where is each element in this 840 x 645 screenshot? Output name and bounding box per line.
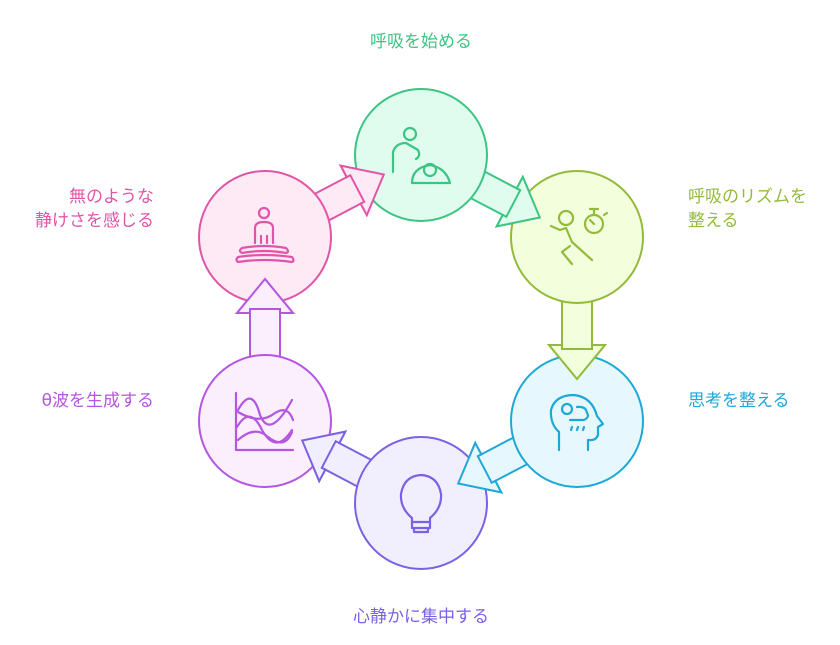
step-label-breathing-rhythm: 呼吸のリズムを 整える [688,185,807,233]
step-circle [354,436,488,570]
running-stopwatch-icon [549,207,609,266]
label-line: 静けさを感じる [35,211,154,231]
step-circle [510,170,644,304]
meditation-icon [235,206,295,264]
step-circle [198,354,332,488]
lightbulb-icon [399,473,443,534]
person-with-baby-icon [391,126,452,185]
label-line: 無のような [69,187,154,207]
cycle-arrowhead [234,277,296,314]
cycle-arrowhead [300,430,348,484]
wave-chart-icon [234,391,295,452]
cycle-arrowhead [338,164,386,218]
step-label-theta-waves: θ波を生成する [41,391,154,411]
step-label-start-breathing: 呼吸を始める [370,32,472,52]
label-line: 呼吸のリズムを [688,187,807,207]
step-label-organize-thoughts: 思考を整える [688,391,790,411]
step-circle [354,88,488,222]
cycle-arrowhead [546,344,608,381]
cycle-arrowhead [494,174,542,228]
cycle-arrowhead [456,440,504,494]
head-thought-icon [549,393,605,452]
step-label-stillness: 無のような 静けさを感じる [35,185,154,233]
step-label-focus: 心静かに集中する [353,607,489,627]
label-line: 整える [688,211,739,231]
